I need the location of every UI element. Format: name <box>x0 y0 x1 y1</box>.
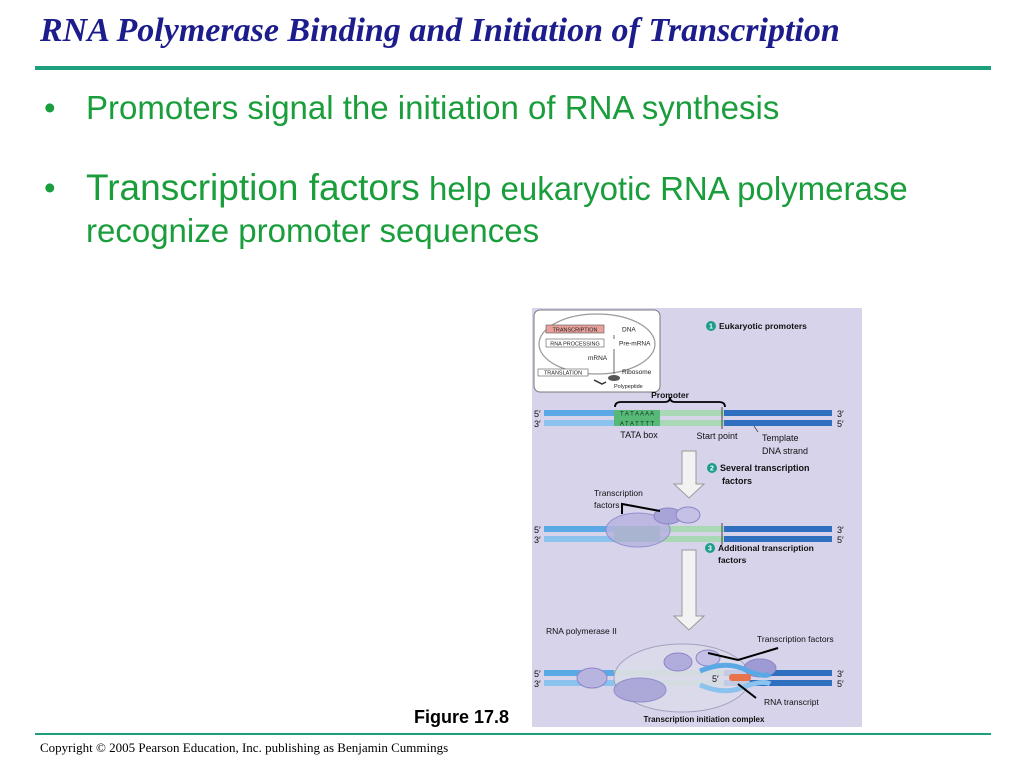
inset-dna-label: DNA <box>622 327 636 334</box>
tf-label-line2: factors <box>594 500 620 510</box>
promoter-label: Promoter <box>651 390 689 400</box>
tf-label-line1: Transcription <box>594 488 643 498</box>
inset-ribosome-label: Ribosome <box>622 369 652 376</box>
tata-sequence-bottom: A T A T T T T <box>620 422 655 428</box>
dna-bubble-bottom <box>699 679 772 694</box>
step-3-label-line2: factors <box>718 555 747 565</box>
complex-label: Transcription initiation complex <box>644 715 765 724</box>
down-arrow-icon <box>672 450 706 499</box>
dna-strand-1 <box>544 407 832 429</box>
transcription-factor <box>576 667 608 689</box>
tf-pointer <box>707 647 779 662</box>
start-point-label: Start point <box>696 431 738 441</box>
title-divider <box>35 66 991 70</box>
rna-transcript-label: RNA transcript <box>764 697 819 707</box>
three-prime-label: 3′ <box>534 679 541 689</box>
tata-sequence-top: T A T A A A A <box>620 412 654 418</box>
step-3-label-line1: Additional transcription <box>718 543 814 553</box>
transcription-factor <box>663 652 693 672</box>
rna-pol-label: RNA polymerase II <box>546 626 617 636</box>
step-2-label-line2: factors <box>722 476 752 486</box>
bullet-rest: help eukaryotic RNA polymerase recognize… <box>86 170 908 249</box>
five-prime-label: 5′ <box>837 419 844 429</box>
tata-box-region <box>614 410 660 426</box>
transcript-pointer <box>737 683 757 699</box>
step-3-number: 3 <box>708 546 712 553</box>
three-prime-label: 3′ <box>837 525 844 535</box>
bullet-lead-term: Transcription factors <box>86 167 420 208</box>
nucleus-outline <box>538 313 656 375</box>
five-prime-label: 5′ <box>712 674 719 684</box>
step-2-number: 2 <box>710 466 714 473</box>
rna-transcript-strand <box>729 674 751 681</box>
inset-rna-processing-label: RNA PROCESSING <box>550 342 600 348</box>
five-prime-label: 5′ <box>837 679 844 689</box>
bullet-text: Transcription factors help eukaryotic RN… <box>86 167 956 252</box>
template-pointer <box>753 425 759 433</box>
three-prime-label: 3′ <box>837 669 844 679</box>
tata-box-label: TATA box <box>620 430 658 440</box>
figure-caption: Figure 17.8 <box>414 707 510 727</box>
inset-mrna-label: mRNA <box>588 355 608 362</box>
three-prime-label: 3′ <box>534 419 541 429</box>
dna-bubble-top <box>699 662 772 678</box>
overview-inset: TRANSCRIPTION DNA RNA PROCESSING Pre-mRN… <box>533 309 661 393</box>
transcription-diagram: TRANSCRIPTION DNA RNA PROCESSING Pre-mRN… <box>533 309 844 724</box>
transcription-factor <box>675 506 701 524</box>
transcription-factor <box>613 677 667 703</box>
five-prime-label: 5′ <box>534 409 541 419</box>
inset-translation-box <box>537 368 589 377</box>
inset-transcription-box <box>545 324 605 334</box>
figure-17-8-diagram: TRANSCRIPTION DNA RNA PROCESSING Pre-mRN… <box>532 308 862 727</box>
dna-strand-2 <box>544 523 832 545</box>
inset-transcription-label: TRANSCRIPTION <box>553 328 598 334</box>
inset-translation-label: TRANSLATION <box>544 371 582 377</box>
footer-divider <box>35 733 991 735</box>
tf-right-label: Transcription factors <box>757 634 834 644</box>
inset-polypeptide-label: Polypeptide <box>614 384 643 390</box>
five-prime-label: 5′ <box>534 525 541 535</box>
step-1-number: 1 <box>709 324 713 331</box>
three-prime-label: 3′ <box>837 409 844 419</box>
polypeptide-chain-icon <box>593 379 607 385</box>
template-label-line2: DNA strand <box>762 446 808 456</box>
step-1-badge <box>706 321 716 331</box>
inset-rna-processing-box <box>545 338 605 348</box>
bullet-marker: • <box>44 169 56 206</box>
copyright-footer: Copyright © 2005 Pearson Education, Inc.… <box>40 740 449 755</box>
three-prime-label: 3′ <box>534 535 541 545</box>
inset-pre-mrna-label: Pre-mRNA <box>619 341 651 348</box>
step-2-badge <box>707 463 717 473</box>
bullet-marker: • <box>44 89 56 126</box>
step-3-badge <box>705 543 715 553</box>
five-prime-label: 5′ <box>534 669 541 679</box>
bullet-text: Promoters signal the initiation of RNA s… <box>86 89 780 126</box>
promoter-bracket <box>614 396 726 408</box>
transcription-factor-tfiid <box>605 512 671 548</box>
inset-frame <box>533 309 661 393</box>
down-arrow-icon <box>672 549 706 631</box>
step-1-label: Eukaryotic promoters <box>719 321 807 331</box>
step-2-label-line1: Several transcription <box>720 463 810 473</box>
template-label-line1: Template <box>762 433 799 443</box>
five-prime-label: 5′ <box>837 535 844 545</box>
tf-pointer <box>621 502 661 514</box>
slide-title: RNA Polymerase Binding and Initiation of… <box>40 12 840 49</box>
ribosome-icon <box>608 375 620 381</box>
